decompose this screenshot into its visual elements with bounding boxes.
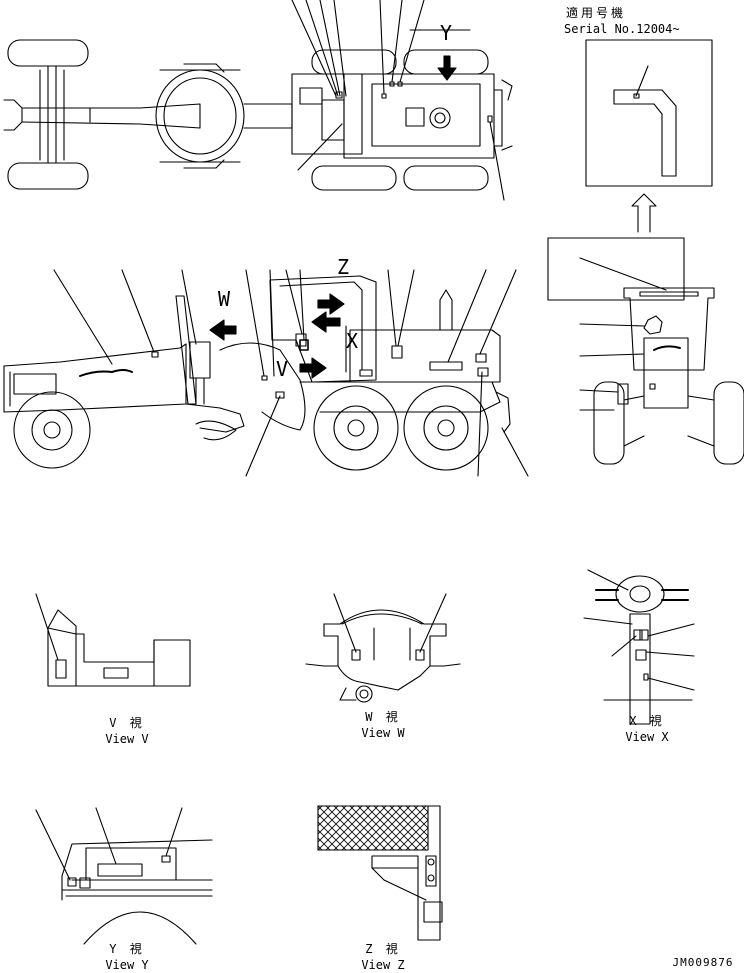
view-w-japanese: W 視 — [365, 710, 401, 724]
view-x-drawing — [584, 570, 694, 724]
front-wheel-side — [14, 392, 90, 468]
view-x-caption: View X — [625, 730, 669, 744]
plan-view-grader — [4, 0, 512, 200]
view-w-caption: View W — [361, 726, 405, 740]
view-z-caption: View Z — [361, 958, 405, 972]
view-v-japanese: V 視 — [109, 716, 145, 730]
view-y-drawing — [36, 808, 212, 944]
engine-hood-top — [344, 74, 494, 158]
drawing-number: JM009876 — [672, 956, 734, 969]
view-v-caption: View V — [105, 732, 149, 746]
view-z-drawing — [318, 806, 442, 940]
front-view-grader — [548, 40, 744, 464]
callout-v: V — [276, 357, 289, 381]
view-v-drawing — [36, 594, 190, 686]
side-view-grader — [4, 270, 528, 476]
engine-hood-side — [350, 330, 500, 382]
view-y-caption: View Y — [105, 958, 149, 972]
view-z-japanese: Z 視 — [365, 942, 401, 956]
callout-z: Z — [337, 255, 350, 279]
view-w-drawing — [306, 594, 460, 702]
rear-wheel-2 — [404, 386, 488, 470]
front-wheel-right — [8, 163, 88, 189]
rear-wheel-1 — [314, 386, 398, 470]
front-wheel-left — [8, 40, 88, 66]
serial-japanese-label: 適用号機 — [566, 6, 627, 20]
cab-side — [270, 276, 376, 382]
callout-x: X — [346, 329, 359, 353]
view-x-japanese: X 視 — [629, 714, 665, 728]
view-y-japanese: Y 視 — [109, 942, 145, 956]
serial-number-label: Serial No.12004~ — [564, 22, 680, 36]
cab-top — [292, 74, 362, 154]
serial-detail-box — [586, 40, 712, 186]
callout-w: W — [218, 287, 231, 311]
callout-y: Y — [440, 21, 453, 45]
